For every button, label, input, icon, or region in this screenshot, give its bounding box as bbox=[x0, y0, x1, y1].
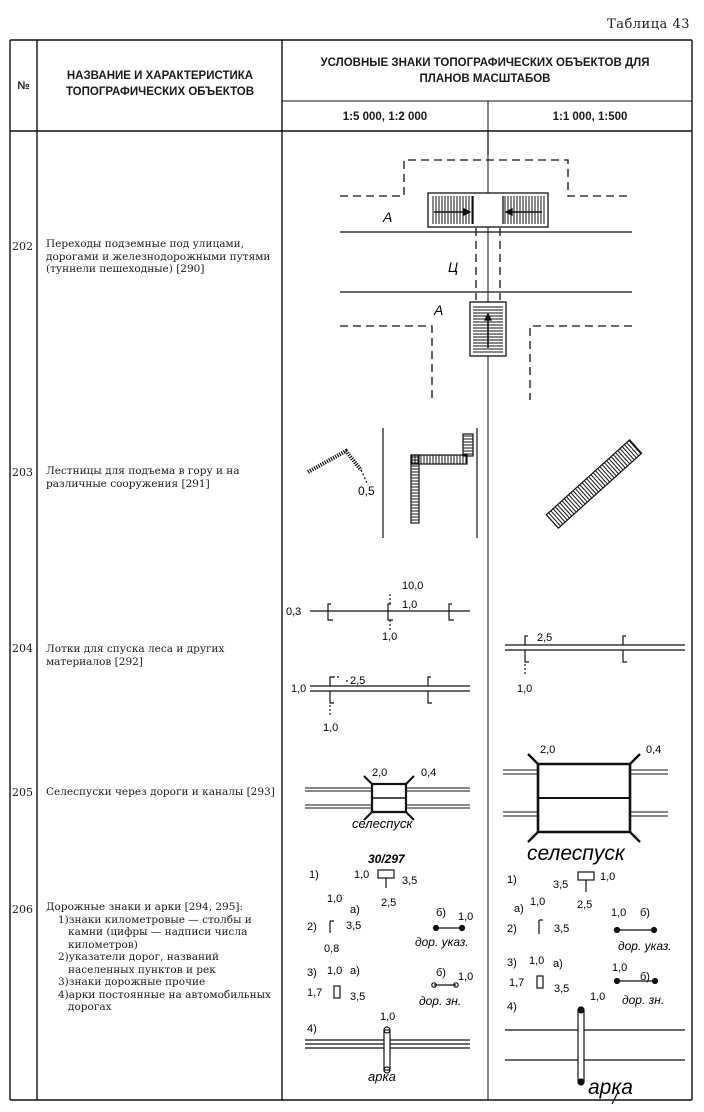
row-206-b-10e: 1,0 bbox=[612, 962, 627, 974]
row-204-desc: Лотки для спуска леса и других материало… bbox=[46, 643, 225, 668]
row-206-a-10f: 1,0 bbox=[380, 1011, 395, 1023]
symbol-205-mudflow bbox=[305, 753, 668, 843]
row-206-b-35b: 3,5 bbox=[554, 923, 569, 935]
row-204-label-d2: 10,0 bbox=[402, 580, 423, 592]
row-206-a-2: 2) bbox=[307, 921, 317, 933]
row-206-b-35c: 3,5 bbox=[554, 983, 569, 995]
row-206-a-a1: а) bbox=[350, 904, 360, 916]
row-203-num: 203 bbox=[12, 466, 33, 479]
row-206-b-10a: 1,0 bbox=[600, 871, 615, 883]
row-206-a-10a: 1,0 bbox=[354, 869, 369, 881]
row-206-a-frac: 30/297 bbox=[368, 852, 406, 866]
row-206-a-35a: 3,5 bbox=[402, 875, 417, 887]
row-206-a-35b: 3,5 bbox=[346, 920, 361, 932]
row-206-a-1: 1) bbox=[309, 869, 319, 881]
row-202-num: 202 bbox=[12, 240, 33, 253]
row-206-b-a2: а) bbox=[553, 958, 563, 970]
row-206-a-10e: 1,0 bbox=[458, 971, 473, 983]
row-204-label-d5: 1,0 bbox=[291, 683, 306, 695]
row-202-label-c: Ц bbox=[448, 259, 458, 275]
symbol-206-signs-a bbox=[305, 869, 470, 1074]
row-206-b-b2: б) bbox=[640, 971, 650, 983]
row-206-a-17: 1,7 bbox=[307, 987, 322, 999]
row-206-b-35a: 3,5 bbox=[553, 879, 568, 891]
row-206-item-1: 1)знаки километровые — столбы и камни (ц… bbox=[58, 913, 252, 951]
row-202-label-a1: А bbox=[382, 209, 392, 225]
row-206-b-b1: б) bbox=[640, 907, 650, 919]
header-scale-a: 1:5 000, 1:2 000 bbox=[342, 111, 428, 123]
row-206-b-10d: 1,0 bbox=[529, 955, 544, 967]
row-203-label-w: 0,5 bbox=[358, 484, 375, 498]
row-206-b-10c: 1,0 bbox=[611, 907, 626, 919]
row-206-a-arka: арка bbox=[368, 1069, 396, 1084]
row-205-label-d1: 2,0 bbox=[372, 767, 387, 779]
header-name: НАЗВАНИЕ И ХАРАКТЕРИСТИКА ТОПОГРАФИЧЕСКИ… bbox=[65, 70, 255, 98]
row-203-desc: Лестницы для подъема в гору и на различн… bbox=[46, 465, 240, 490]
row-204-label-d1: 0,3 bbox=[286, 606, 301, 618]
row-204-label-d8: 2,5 bbox=[537, 632, 552, 644]
row-205-label-d4: 0,4 bbox=[646, 744, 661, 756]
row-205-label-d2: 0,4 bbox=[421, 767, 436, 779]
symbol-204-chutes bbox=[310, 592, 685, 716]
row-204-num: 204 bbox=[12, 642, 33, 655]
table-label: Таблица 43 bbox=[607, 17, 690, 32]
row-205-name-b: селеспуск bbox=[527, 842, 626, 865]
row-206-item-3: 3)знаки дорожные прочие bbox=[58, 976, 206, 988]
row-206-desc: Дорожные знаки и арки [294, 295]: 1)знак… bbox=[46, 901, 276, 1014]
symbol-203-stairs bbox=[307, 428, 643, 538]
row-206-a-25: 2,5 bbox=[381, 897, 396, 909]
row-206-b-a1: а) bbox=[514, 903, 524, 915]
row-206-a-b1: б) bbox=[436, 907, 446, 919]
row-206-a-a2: а) bbox=[350, 965, 360, 977]
header-num: № bbox=[17, 80, 30, 92]
row-206-a-dorukaz: дор. указ. bbox=[415, 935, 469, 949]
row-206-b-4: 4) bbox=[507, 1001, 517, 1013]
row-202-label-a2: А bbox=[433, 302, 443, 318]
row-205-desc: Селеспуски через дороги и каналы [293] bbox=[46, 786, 275, 798]
row-206-a-10d: 1,0 bbox=[327, 965, 342, 977]
header-symbols: УСЛОВНЫЕ ЗНАКИ ТОПОГРАФИЧЕСКИХ ОБЪЕКТОВ … bbox=[320, 57, 650, 85]
row-206-b-17: 1,7 bbox=[509, 977, 524, 989]
row-206-a-4: 4) bbox=[307, 1023, 317, 1035]
row-205-num: 205 bbox=[12, 786, 33, 799]
row-206-b-2: 2) bbox=[507, 923, 517, 935]
row-206-b-25: 2,5 bbox=[577, 899, 592, 911]
row-206-item-4: 4)арки постоянные на автомобильных дорог… bbox=[58, 988, 271, 1014]
row-206-a-08: 0,8 bbox=[324, 943, 339, 955]
row-206-a-10c: 1,0 bbox=[458, 911, 473, 923]
row-204-label-d7: 1,0 bbox=[323, 722, 338, 734]
row-202-desc: Переходы подземные под улицами, дорогами… bbox=[46, 238, 271, 275]
row-206-title: Дорожные знаки и арки [294, 295]: bbox=[46, 901, 244, 913]
symbol-202-crossing bbox=[340, 131, 632, 400]
row-206-b-1: 1) bbox=[507, 874, 517, 886]
row-206-num: 206 bbox=[12, 903, 33, 916]
row-206-b-arka: арка bbox=[588, 1076, 633, 1099]
symbol-206-signs-b bbox=[505, 871, 685, 1105]
row-204-label-d9: 1,0 bbox=[517, 683, 532, 695]
row-206-b-10b: 1,0 bbox=[530, 896, 545, 908]
row-206-a-10b: 1,0 bbox=[327, 893, 342, 905]
row-206-a-35c: 3,5 bbox=[350, 991, 365, 1003]
row-204-label-d6: 2,5 bbox=[350, 675, 365, 687]
header-scale-b: 1:1 000, 1:500 bbox=[552, 111, 628, 123]
row-206-b-3: 3) bbox=[507, 957, 517, 969]
row-206-b-dorukaz: дор. указ. bbox=[618, 939, 672, 953]
row-205-label-d3: 2,0 bbox=[540, 744, 555, 756]
row-205-name-a: селеспуск bbox=[352, 816, 413, 831]
row-206-b-10f: 1,0 bbox=[590, 991, 605, 1003]
row-204-label-d4: 1,0 bbox=[382, 631, 397, 643]
row-206-b-dorzn: дор. зн. bbox=[622, 993, 664, 1007]
row-206-item-2: 2)указатели дорог, названий населенных п… bbox=[58, 951, 219, 976]
row-206-a-dorzn: дор. зн. bbox=[419, 994, 461, 1008]
row-206-a-3: 3) bbox=[307, 967, 317, 979]
row-204-label-d3: 1,0 bbox=[402, 599, 417, 611]
row-206-a-b2: б) bbox=[436, 967, 446, 979]
